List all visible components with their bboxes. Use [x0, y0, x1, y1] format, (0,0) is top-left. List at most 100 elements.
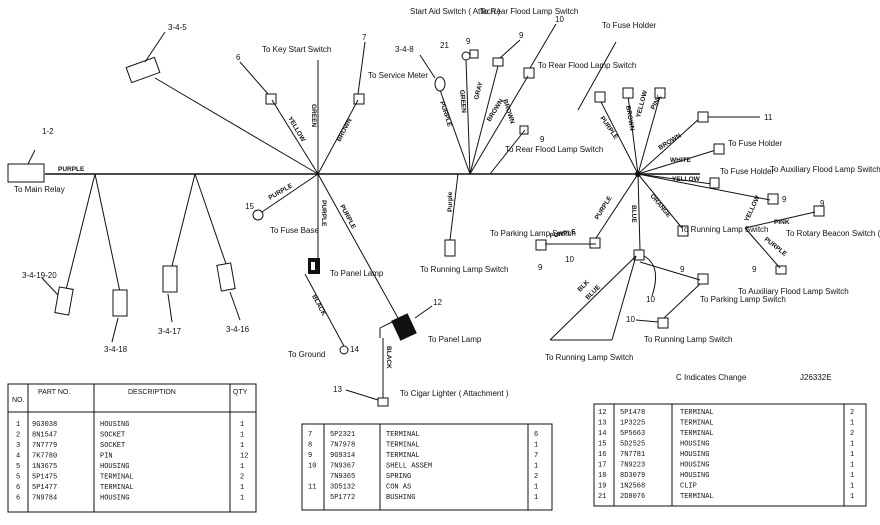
ref-9-top: 9 — [466, 37, 471, 46]
table-cell-desc: HOUSING — [680, 462, 709, 470]
table-cell-qty: 1 — [850, 420, 854, 428]
table-cell-desc: TERMINAL — [680, 493, 714, 501]
terminal-9-parking — [535, 239, 547, 251]
branch-fuse-1 — [599, 99, 639, 175]
branch-purple-panel-lamp — [317, 173, 399, 319]
wire-brown-1: BROWN — [336, 117, 354, 143]
ref-10-top: 10 — [555, 15, 564, 24]
ref-leader — [577, 41, 617, 111]
branch-blue — [637, 173, 641, 251]
table-cell-desc: HOUSING — [100, 421, 129, 429]
ref-3-4-8: 3-4-8 — [395, 45, 414, 54]
fuse-holder-small — [709, 177, 720, 189]
ref-leader — [239, 61, 269, 95]
table-cell-part: 7N9223 — [620, 462, 645, 470]
table-cell-no: 12 — [598, 409, 606, 417]
label-to-ground: To Ground — [288, 350, 325, 359]
table-cell-desc: TERMINAL — [680, 420, 714, 428]
wire-yellow-fuse: YELLOW — [635, 89, 649, 119]
terminal-13 — [377, 397, 389, 407]
ref-3-4-17: 3-4-17 — [158, 327, 182, 336]
ref-leader — [111, 317, 119, 343]
table-cell-no: 16 — [598, 451, 606, 459]
table-cell-desc: BUSHING — [386, 494, 415, 502]
terminal-blue — [633, 249, 645, 261]
table-cell-no: 21 — [598, 493, 606, 501]
fuse-holder-2 — [622, 87, 634, 99]
table-cell-no: 8 — [308, 442, 312, 450]
parts-table-right — [593, 403, 867, 507]
table-cell-no: 2 — [16, 432, 20, 440]
branch-3-4-18 — [94, 173, 121, 293]
table-cell-no: 17 — [598, 462, 606, 470]
branch-running-right — [637, 173, 683, 229]
branch-start-aid — [465, 59, 471, 175]
table-cell-qty: 1 — [240, 421, 244, 429]
table-cell-desc: SOCKET — [100, 442, 125, 450]
label-to-running-lamp-switch-low: To Running Lamp Switch — [644, 335, 733, 344]
ref-leader — [229, 291, 241, 321]
label-to-panel-lamp-small: To Panel Lamp — [330, 269, 384, 278]
label-to-fuse-base: To Fuse Base — [270, 226, 319, 235]
label-to-running-lamp-switch-bottom: To Running Lamp Switch — [545, 353, 634, 362]
ref-3-4-16: 3-4-16 — [226, 325, 250, 334]
fuse-holder-1 — [594, 91, 606, 103]
table-cell-no: 15 — [598, 441, 606, 449]
table-cell-part: 7N9367 — [330, 463, 355, 471]
terminal-parking — [589, 237, 601, 249]
start-aid-terminal — [461, 51, 471, 61]
table-cell-desc: HOUSING — [100, 495, 129, 503]
table-cell-part: 8N1547 — [32, 432, 57, 440]
table-cell-part: 5P5663 — [620, 430, 645, 438]
ref-3-4-19-20: 3-4-19-20 — [22, 271, 57, 280]
ref-1-2: 1-2 — [42, 127, 54, 136]
connector-3-4-17 — [162, 265, 178, 293]
table-cell-qty: 1 — [534, 463, 538, 471]
wire-yellow-aux: YELLOW — [743, 194, 761, 223]
table-cell-qty: 2 — [850, 409, 854, 417]
terminal-aux-flood — [767, 193, 779, 205]
label-to-auxiliary-flood-lamp-switch-low: To Auxiliary Flood Lamp Switch — [738, 287, 849, 296]
table-cell-qty: 1 — [850, 451, 854, 459]
table-cell-desc: TERMINAL — [386, 442, 420, 450]
panel-lamp-socket-slot — [311, 262, 315, 270]
branch-aux-flood-low — [744, 227, 781, 269]
table-cell-part: 1P3225 — [620, 420, 645, 428]
table-header-qty: QTY — [233, 389, 248, 396]
branch-yellow — [271, 99, 319, 175]
terminal-rotary-beacon — [813, 205, 825, 217]
wire-brown-fuse-2: BROWN — [657, 132, 682, 151]
wire-black-ground: BLACK — [310, 294, 327, 318]
table-cell-part: 2D8076 — [620, 493, 645, 501]
wire-brown-fuse: BROWN — [624, 105, 635, 131]
ref-leader — [635, 319, 659, 323]
wire-purple-panel: PURPLE — [320, 200, 327, 227]
branch-fuse-3 — [637, 95, 661, 175]
table-cell-desc: HOUSING — [100, 463, 129, 471]
ref-leader — [499, 39, 521, 59]
table-cell-part: 7N7978 — [330, 442, 355, 450]
table-cell-desc: HOUSING — [680, 472, 709, 480]
ref-3-4-5: 3-4-5 — [168, 23, 187, 32]
label-start-aid-switch: Start Aid Switch ( Attach.) — [410, 7, 501, 16]
terminal-7 — [353, 93, 365, 105]
ref-leader — [419, 54, 436, 79]
ref-leader — [167, 293, 173, 323]
table-cell-qty: 1 — [534, 484, 538, 492]
branch-rear-flood-mid — [489, 129, 526, 175]
ref-10-parking: 10 — [565, 255, 574, 264]
wire-green-start: GREEN — [458, 90, 467, 114]
table-cell-desc: TERMINAL — [386, 431, 420, 439]
label-to-main-relay: To Main Relay — [14, 185, 65, 194]
table-cell-part: 5D2525 — [620, 441, 645, 449]
table-header-part-no: PART NO. — [38, 389, 70, 396]
label-to-running-lamp-switch-right: To Running Lamp Switch — [680, 225, 769, 234]
parts-table-left: NO. PART NO. DESCRIPTION QTY — [7, 383, 257, 513]
table-cell-desc: SOCKET — [100, 432, 125, 440]
change-note: C Indicates Change — [676, 373, 747, 382]
wire-blue: BLUE — [630, 205, 637, 223]
ref-9-mid: 9 — [540, 135, 545, 144]
ref-21: 21 — [440, 41, 449, 50]
ref-9-parking-right: 9 — [680, 265, 685, 274]
